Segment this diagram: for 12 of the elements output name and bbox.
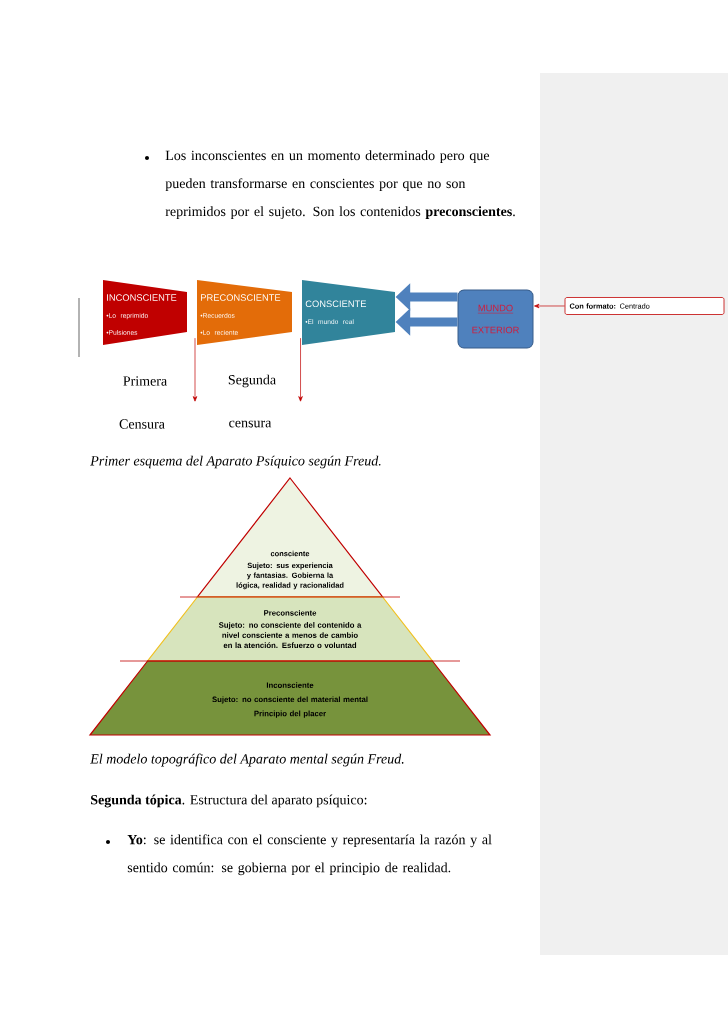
arrow [192,337,198,402]
leader-line [534,303,565,309]
label-text: censura [229,420,272,428]
label-text: Segunda [228,374,276,388]
rounded-box: MUNDO EXTERIOR [457,289,534,349]
paragraph: Los inconscientes en un momento determinado pero que pueden transformarse en conscientes por que no son reprimidos por el sujeto. Son los contenidos preconscientes. [165,150,515,219]
caption: El modelo topográfico del Aparato mental según Freud. [90,753,404,767]
arrow [298,337,303,402]
label-text: Primera [123,376,167,386]
paragraph: Yo: se identifica con el consciente y representaría la razón y al sentido común: se gobierna por el principio de realidad. [127,834,492,876]
label-text: Censura [119,419,165,429]
heading-text: Segunda tópica. Estructura del aparato psíquico: [91,794,367,808]
